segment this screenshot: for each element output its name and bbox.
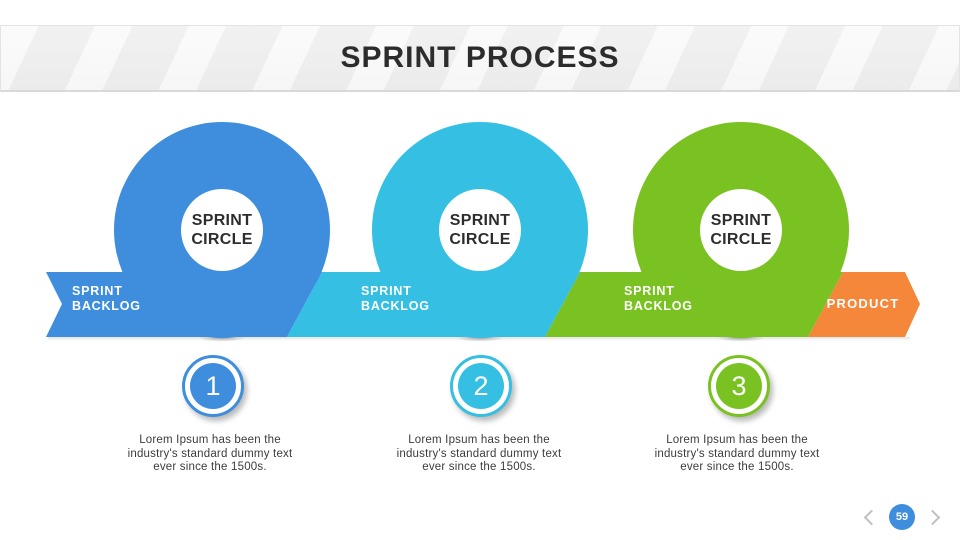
step-description-2: Lorem Ipsum has been the industry's stan… [396,434,562,473]
next-slide-chevron-icon[interactable] [924,509,941,525]
loop-shadow-3 [709,333,773,343]
band-label-2: SPRINT BACKLOG [361,284,430,313]
previous-slide-chevron-icon[interactable] [863,509,880,525]
step-badge-3: 3 [708,355,770,417]
loop-shadow-2 [448,333,512,343]
sprint-circle-2-core: SPRINT CIRCLE [439,189,521,271]
sprint-circle-2-label: SPRINT CIRCLE [449,212,511,248]
band-label-1: SPRINT BACKLOG [72,284,141,313]
sprint-circle-1: SPRINT CIRCLE [114,122,330,338]
page-number-badge: 59 [889,504,915,530]
page-number: 59 [895,511,909,523]
step-description-3: Lorem Ipsum has been the industry's stan… [654,434,820,473]
step-number-1: 1 [190,363,236,409]
sprint-circle-2: SPRINT CIRCLE [372,122,588,338]
ribbon-shadow [48,337,910,341]
sprint-circle-3-label: SPRINT CIRCLE [710,212,772,248]
step-badge-2: 2 [450,355,512,417]
slide-pager: 59 [863,503,941,531]
step-number-3: 3 [716,363,762,409]
step-number-2: 2 [458,363,504,409]
step-description-1: Lorem Ipsum has been the industry's stan… [127,434,293,473]
slide-header-bar: SPRINT PROCESS [0,25,960,92]
step-badge-1: 1 [182,355,244,417]
sprint-circle-1-core: SPRINT CIRCLE [181,189,263,271]
product-label: PRODUCT [826,296,900,311]
page-title: SPRINT PROCESS [340,41,620,74]
sprint-circle-3: SPRINT CIRCLE [633,122,849,338]
sprint-circle-3-core: SPRINT CIRCLE [700,189,782,271]
sprint-circle-1-label: SPRINT CIRCLE [191,212,253,248]
band-label-3: SPRINT BACKLOG [624,284,693,313]
loop-shadow-1 [190,333,254,343]
